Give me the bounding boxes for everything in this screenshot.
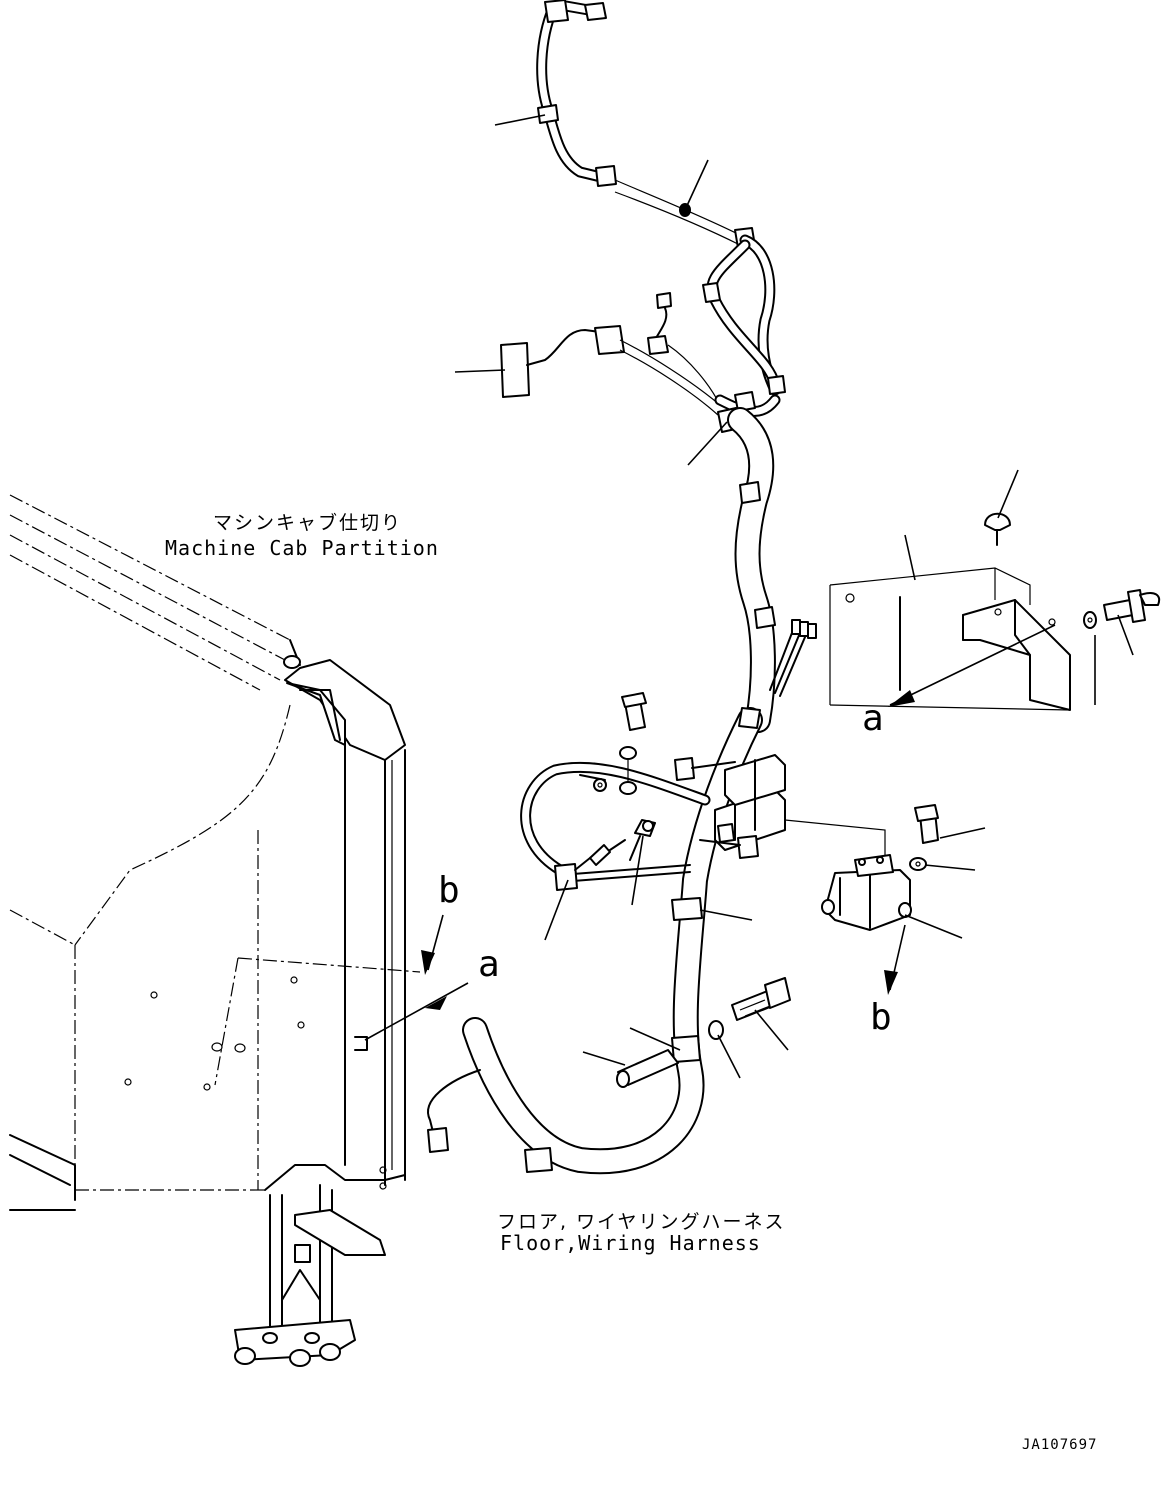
harness-label-en: Floor,Wiring Harness: [500, 1231, 761, 1255]
harness-label-jp: フロア, ワイヤリングハーネス: [497, 1211, 786, 1233]
reference-a-bracket: a: [862, 698, 884, 739]
partition-label-en: Machine Cab Partition: [165, 536, 439, 560]
drawing-code: JA107697: [1022, 1437, 1098, 1453]
cab-partition: [9, 494, 421, 1367]
leader-lines: [364, 114, 1134, 1079]
bracket-assembly: [829, 512, 1160, 711]
reference-b-relay: b: [870, 997, 892, 1038]
upper-wiring-harness: [500, 0, 817, 733]
reference-b-partition: b: [438, 870, 460, 911]
partition-label-jp: マシンキャブ仕切り: [213, 512, 403, 534]
relay-module: [821, 804, 939, 931]
reference-a-partition: a: [478, 944, 500, 985]
lower-wiring-harness: [427, 692, 886, 1175]
